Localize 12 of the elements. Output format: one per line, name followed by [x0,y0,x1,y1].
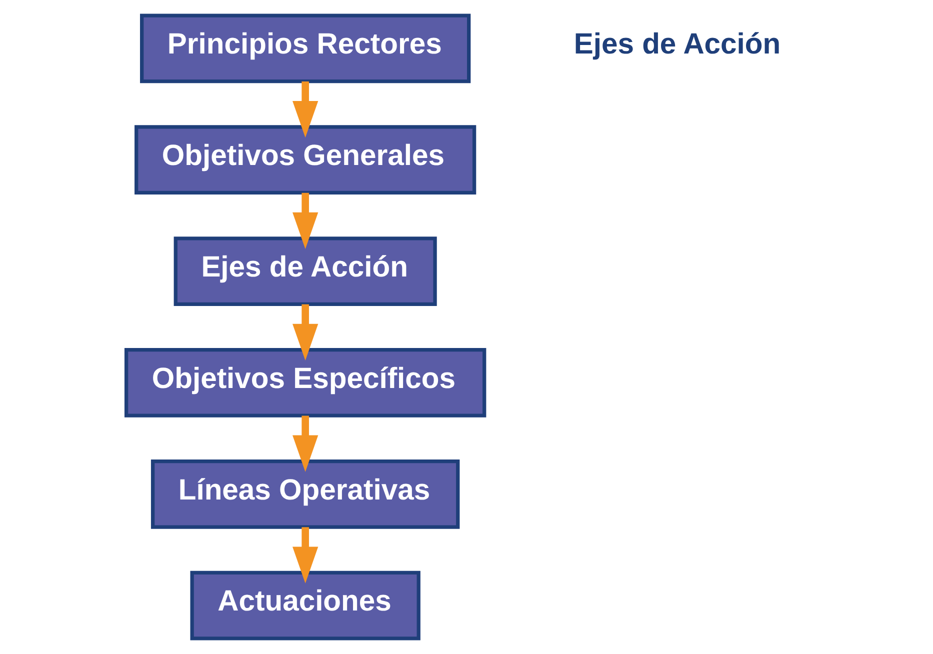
arrow [292,527,318,584]
node-box: Objetivos Generales [134,125,476,195]
arrow [292,192,318,250]
arrow [292,81,318,138]
node-box: Líneas Operativas [150,459,460,529]
node-box: Principios Rectores [140,14,470,84]
node-box: Objetivos Específicos [124,348,486,418]
arrow [292,304,318,360]
node-box: Ejes de Acción [173,236,436,306]
node-box: Actuaciones [190,570,420,640]
arrow [292,416,318,472]
label: Ejes de Acción [573,28,780,61]
